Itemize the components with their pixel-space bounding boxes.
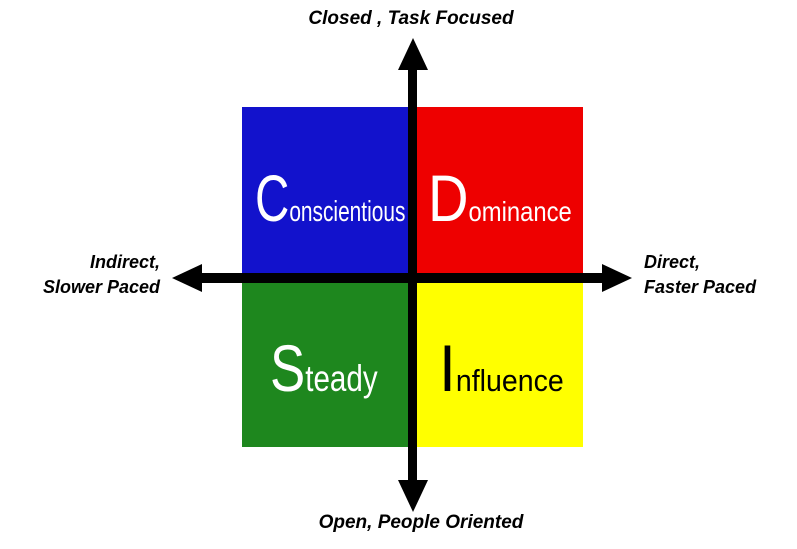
quadrant-influence: Influence	[417, 283, 583, 447]
dominance-rest: ominance	[468, 196, 572, 227]
dominance-initial: D	[428, 161, 469, 235]
axis-label-right-line1: Direct,	[644, 252, 701, 272]
arrow-up-icon	[398, 38, 428, 70]
axis-label-left: Indirect, Slower Paced	[10, 250, 160, 300]
axis-label-right-line2: Faster Paced	[644, 277, 757, 297]
arrow-down-icon	[398, 480, 428, 512]
axis-label-top: Closed , Task Focused	[308, 8, 514, 29]
axis-label-left-line2: Slower Paced	[42, 277, 160, 297]
influence-rest: nfluence	[455, 363, 564, 398]
steady-rest: teady	[305, 358, 378, 399]
quadrant-steady: Steady	[242, 283, 408, 447]
influence-initial: I	[439, 331, 456, 405]
arrow-right-icon	[602, 264, 632, 292]
axis-label-bottom: Open, People Oriented	[318, 512, 524, 533]
quadrant-conscientious-label: Conscientious	[255, 165, 405, 231]
quadrant-influence-label: Influence	[439, 335, 564, 401]
quadrant-dominance: Dominance	[417, 107, 583, 273]
quadrant-conscientious: Conscientious	[242, 107, 408, 273]
axis-label-left-line1: Indirect,	[89, 252, 160, 272]
quadrant-dominance-label: Dominance	[428, 165, 572, 231]
arrow-left-icon	[172, 264, 202, 292]
horizontal-axis-line	[198, 273, 606, 283]
conscientious-initial: C	[255, 161, 290, 235]
quadrant-steady-label: Steady	[270, 335, 378, 401]
steady-initial: S	[270, 331, 306, 405]
axis-label-right: Direct, Faster Paced	[644, 250, 794, 300]
conscientious-rest: onscientious	[289, 196, 406, 228]
